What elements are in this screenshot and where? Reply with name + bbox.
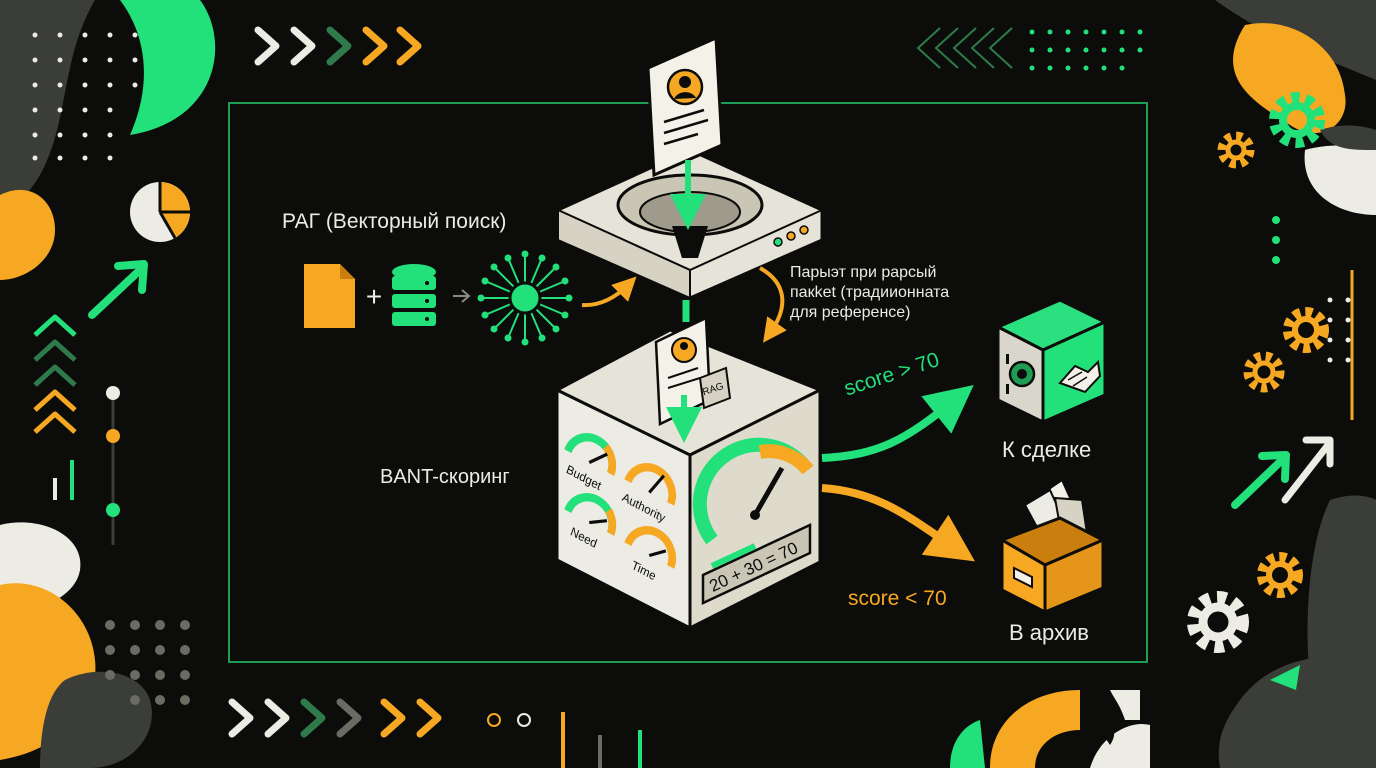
gear-icon — [1257, 552, 1303, 598]
parser-note-line: Парыэт при рарсый — [790, 264, 937, 281]
gear-icon — [1269, 92, 1325, 148]
resume-card-icon — [646, 35, 724, 178]
gear-icon — [1187, 591, 1249, 653]
low-score-label: score < 70 — [848, 587, 947, 610]
high-score-arrow — [821, 385, 974, 462]
total-score-gauge — [692, 437, 814, 545]
deal-label: К сделке — [1002, 437, 1092, 462]
vector-network-icon — [477, 250, 573, 346]
parser-note-line: для референсе) — [790, 304, 911, 321]
pie-chart-icon — [130, 182, 190, 242]
rag-title: РАГ (Векторный поиск) — [282, 210, 507, 233]
handshake-icon — [1058, 359, 1102, 394]
archive-box-icon — [998, 478, 1107, 615]
gear-icon — [1243, 351, 1285, 393]
plus-sign: + — [366, 281, 382, 312]
document-icon — [304, 264, 355, 328]
gear-icon — [1283, 307, 1329, 353]
database-icon — [392, 264, 436, 326]
gear-icon — [1217, 131, 1255, 169]
low-score-arrow — [821, 484, 975, 562]
bant-label: BANT-скоринг — [380, 466, 510, 488]
parser-note: Парыэт при рарсый пакket (традиионната д… — [790, 263, 1020, 323]
resume-card-icon — [654, 316, 712, 426]
rag-tag: RAG — [698, 366, 732, 410]
archive-label: В архив — [1009, 620, 1089, 645]
parser-note-line: пакket (традиионната — [790, 284, 950, 301]
